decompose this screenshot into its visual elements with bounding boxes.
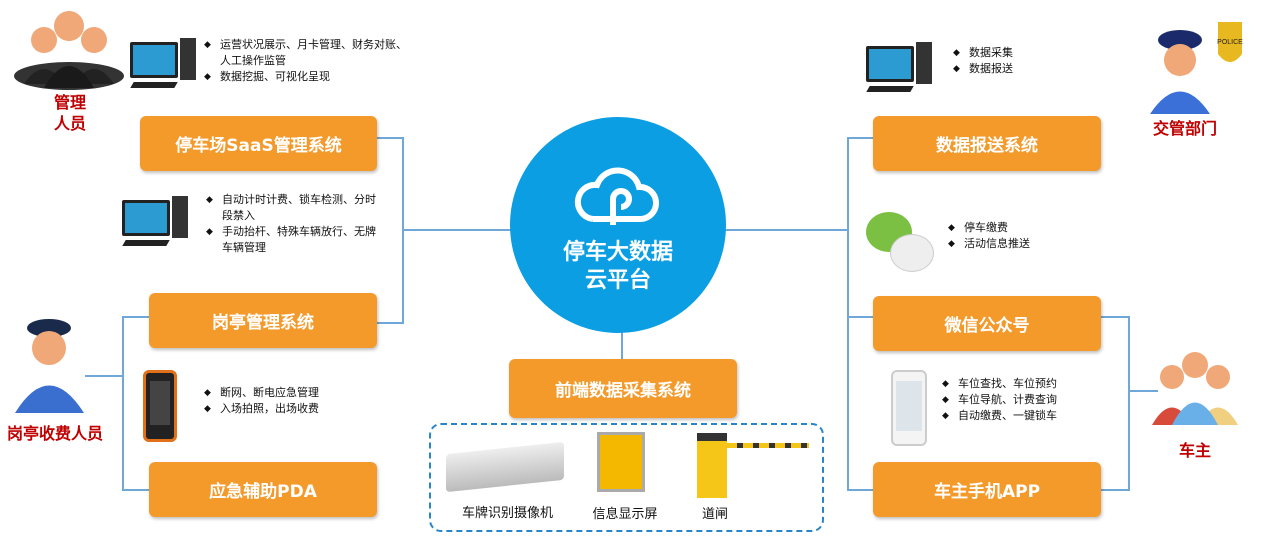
computer-icon (122, 196, 192, 251)
connector (402, 229, 512, 231)
wechat-features: 停车缴费 活动信息推送 (948, 220, 1030, 252)
barrier-gate-icon (697, 433, 727, 498)
role-label: 管理 (53, 93, 86, 112)
role-owner: 车主 (1178, 441, 1211, 460)
connector (847, 316, 873, 318)
car-owners-avatar-icon (1152, 352, 1238, 425)
feature: 自动缴费、一键锁车 (942, 408, 1057, 424)
connector (122, 316, 124, 490)
frontend-system-box[interactable]: 前端数据采集系统 (509, 359, 737, 418)
connector (1128, 316, 1130, 491)
police-badge-text: POLICE (1217, 39, 1243, 46)
feature: 运营状况展示、月卡管理、财务对账、 (204, 37, 407, 53)
report-features: 数据采集 数据报送 (953, 45, 1013, 77)
saas-system-box[interactable]: 停车场SaaS管理系统 (140, 116, 377, 171)
connector (377, 137, 403, 139)
saas-features: 运营状况展示、月卡管理、财务对账、 人工操作监管 数据挖掘、可视化呈现 (204, 37, 407, 85)
feature: 入场拍照，出场收费 (204, 401, 319, 417)
feature: 数据挖掘、可视化呈现 (204, 69, 407, 85)
connector (1101, 489, 1129, 491)
wechat-icon (866, 212, 936, 272)
feature: 段禁入 (222, 209, 255, 222)
feature: 自动计时计费、锁车检测、分时 (206, 192, 376, 208)
booth-staff-avatar-icon (15, 319, 84, 413)
connector (621, 330, 623, 360)
connector (847, 489, 873, 491)
connector (847, 137, 849, 491)
data-report-box[interactable]: 数据报送系统 (873, 116, 1101, 171)
connector (722, 229, 848, 231)
connector (122, 316, 149, 318)
platform-subtitle: 云平台 (584, 268, 651, 293)
pda-features: 断网、断电应急管理 入场拍照，出场收费 (204, 385, 319, 417)
computer-icon (130, 38, 200, 93)
feature: 车位查找、车位预约 (942, 376, 1057, 392)
smartphone-icon (891, 370, 927, 446)
device-label: 信息显示屏 (592, 507, 658, 522)
role-traffic: 交管部门 (1152, 119, 1217, 138)
app-features: 车位查找、车位预约 车位导航、计费查询 自动缴费、一键锁车 (942, 376, 1057, 424)
connector (847, 137, 873, 139)
feature: 活动信息推送 (948, 236, 1030, 252)
barrier-arm (727, 443, 809, 448)
device-label: 道闸 (701, 507, 728, 522)
feature: 数据采集 (953, 45, 1013, 61)
platform-title: 停车大数据 (562, 240, 673, 265)
feature: 数据报送 (953, 61, 1013, 77)
feature: 车辆管理 (222, 241, 266, 254)
booth-system-box[interactable]: 岗亭管理系统 (149, 293, 377, 348)
feature: 停车缴费 (948, 220, 1030, 236)
connector (1128, 390, 1158, 392)
pda-device-icon (143, 370, 177, 442)
role-admin: 管理人员 (40, 92, 100, 134)
wechat-box[interactable]: 微信公众号 (873, 296, 1101, 351)
display-screen-icon (597, 432, 645, 492)
feature: 人工操作监管 (220, 54, 286, 67)
app-box[interactable]: 车主手机APP (873, 462, 1101, 517)
computer-icon (866, 42, 936, 97)
cloud-icon (574, 167, 659, 225)
cloud-platform-circle: 停车大数据 云平台 (510, 117, 726, 333)
feature: 手动抬杆、特殊车辆放行、无牌 (206, 224, 376, 240)
feature: 车位导航、计费查询 (942, 392, 1057, 408)
device-label: 车牌识别摄像机 (461, 506, 553, 521)
connector (85, 375, 123, 377)
role-label: 人员 (53, 114, 86, 133)
traffic-police-avatar-icon: POLICE (1150, 22, 1243, 114)
connector (1101, 316, 1129, 318)
pda-box[interactable]: 应急辅助PDA (149, 462, 377, 517)
booth-features: 自动计时计费、锁车检测、分时 段禁入 手动抬杆、特殊车辆放行、无牌 车辆管理 (206, 192, 376, 256)
feature: 断网、断电应急管理 (204, 385, 319, 401)
connector (377, 322, 403, 324)
frontend-devices-group (429, 423, 824, 532)
managers-avatar-icon (14, 11, 124, 90)
connector (122, 489, 149, 491)
role-booth: 岗亭收费人员 (6, 424, 103, 443)
